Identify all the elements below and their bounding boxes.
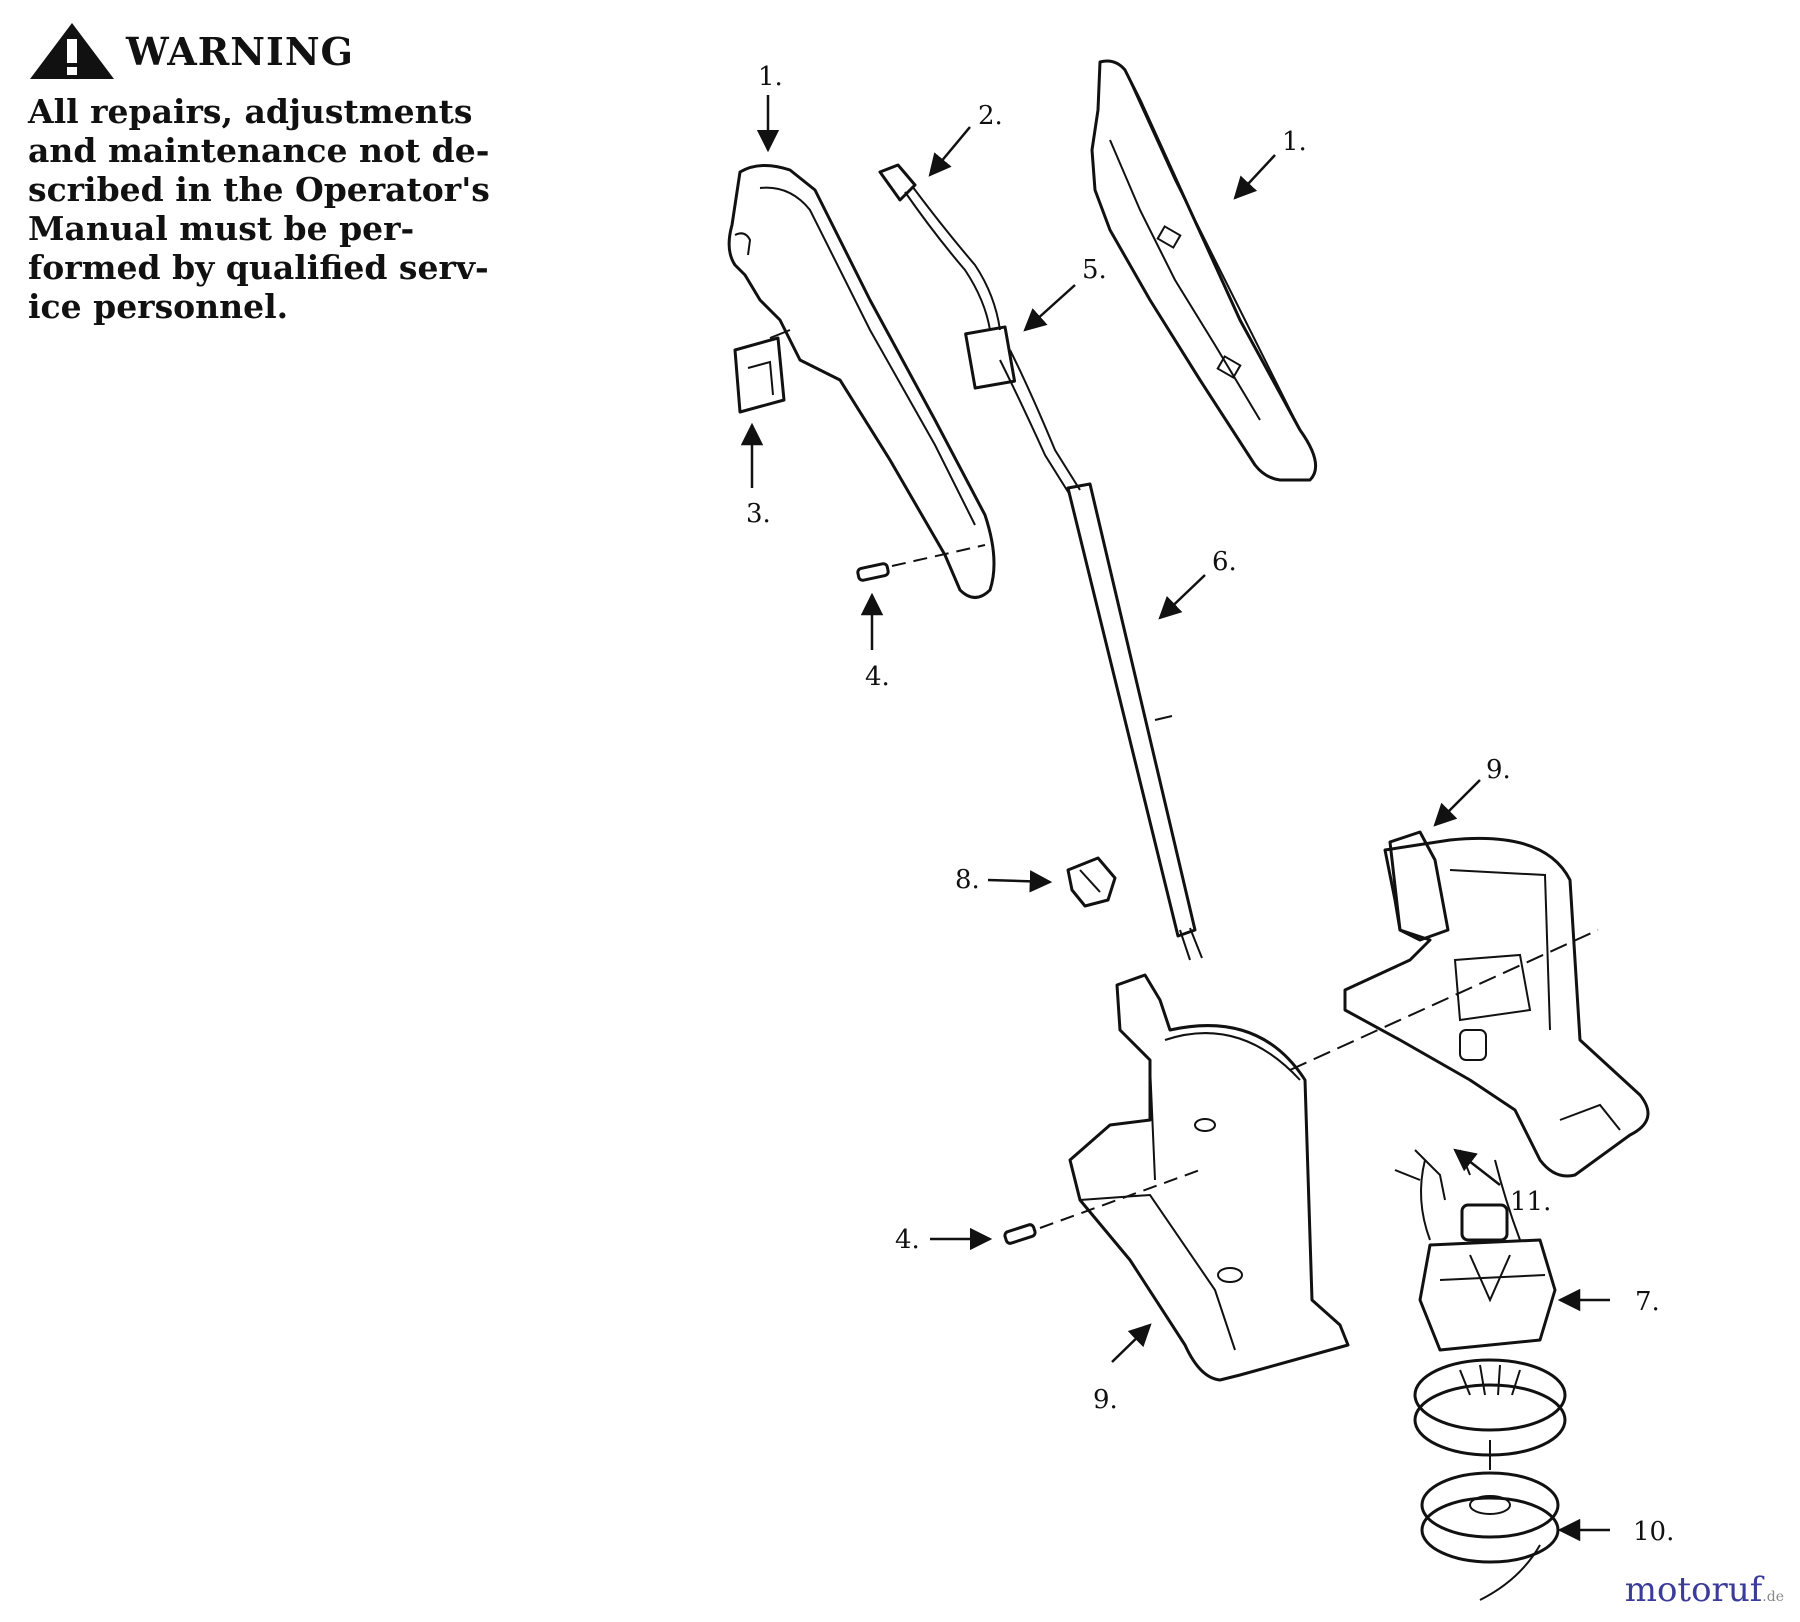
- warning-header: WARNING: [28, 18, 498, 84]
- callout-4b: 4.: [895, 1225, 920, 1255]
- callout-2: 2.: [978, 101, 1003, 131]
- callout-10: 10.: [1633, 1517, 1674, 1547]
- callout-8: 8.: [955, 865, 980, 895]
- motor-housing-right: [1343, 830, 1650, 1178]
- watermark-suffix: .de: [1762, 1589, 1784, 1605]
- callout-5: 5.: [1082, 255, 1107, 285]
- motor-housing-left: [1068, 929, 1599, 1382]
- handle-half-left: [727, 164, 996, 599]
- warning-text: All repairs, adjustments and maintenance…: [28, 92, 498, 326]
- screw-lower: [1003, 1169, 1201, 1245]
- warning-title: WARNING: [126, 28, 355, 74]
- watermark-brand: motoruf: [1624, 1570, 1763, 1610]
- callout-1b: 1.: [1282, 127, 1307, 157]
- plug-connector: [878, 163, 1001, 331]
- cord-clip: [1066, 856, 1117, 908]
- callout-arrows: [740, 95, 1610, 1542]
- callout-labels: 1. 2. 1. 5. 3. 6. 4. 9. 8. 4. 11. 7. 9. …: [746, 62, 1674, 1547]
- line-spool: [1420, 1471, 1560, 1601]
- callout-6: 6.: [1212, 547, 1237, 577]
- warning-line: ice personnel.: [28, 287, 289, 326]
- warning-line: scribed in the Operator's: [28, 170, 490, 209]
- warning-notice: WARNING All repairs, adjustments and mai…: [28, 18, 498, 326]
- warning-line: Manual must be per-: [28, 209, 415, 248]
- motor: [1394, 1149, 1557, 1352]
- switch-clip: [733, 329, 791, 414]
- screw-upper: [856, 544, 986, 582]
- cable-assembly: [964, 325, 1203, 961]
- warning-line: and maintenance not de-: [28, 131, 490, 170]
- callout-7: 7.: [1635, 1287, 1660, 1317]
- spool-hub: [1413, 1358, 1567, 1470]
- warning-line: All repairs, adjustments: [28, 92, 473, 131]
- warning-line: formed by qualified serv-: [28, 248, 489, 287]
- watermark-logo: motoruf.de: [1625, 1570, 1784, 1610]
- callout-3: 3.: [746, 499, 771, 529]
- warning-triangle-icon: [30, 23, 114, 79]
- callout-4a: 4.: [865, 662, 890, 692]
- callout-9a: 9.: [1486, 755, 1511, 785]
- callout-1a: 1.: [758, 62, 783, 92]
- callout-9b: 9.: [1093, 1385, 1118, 1415]
- handle-half-right: [1090, 59, 1318, 482]
- callout-11: 11.: [1510, 1187, 1551, 1217]
